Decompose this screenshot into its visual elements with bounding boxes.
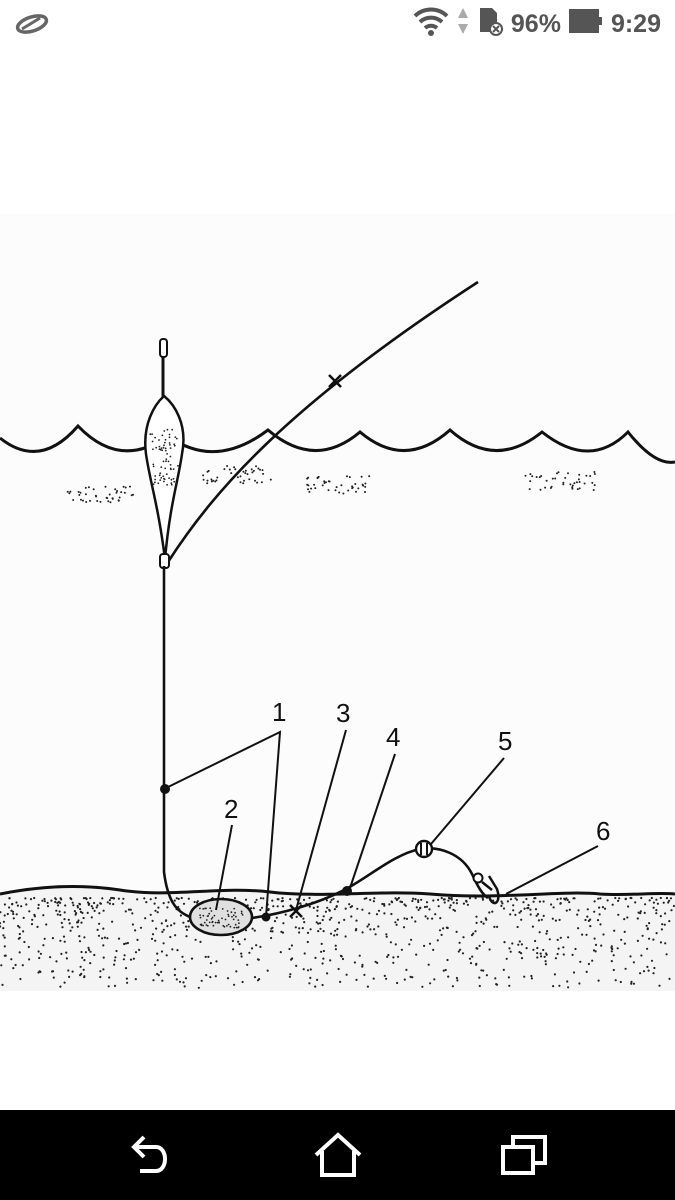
battery-icon [568, 8, 603, 41]
surface-stipple [66, 465, 596, 504]
back-icon[interactable] [120, 1128, 180, 1182]
callout-line-5 [430, 757, 505, 845]
callout-label-2: 2 [224, 794, 238, 824]
callout-label-3: 3 [336, 698, 350, 728]
cloud-sync-icon [14, 10, 50, 41]
fishing-rig-diagram: 1 2 3 4 5 6 [0, 214, 675, 991]
image-viewer[interactable]: 1 2 3 4 5 6 [0, 48, 675, 1110]
callout-line-4 [349, 753, 396, 889]
battery-percent: 96% [510, 9, 561, 38]
callout-line-3 [295, 729, 347, 911]
data-arrows-icon [457, 6, 469, 43]
float [144, 338, 185, 569]
main-line-to-rod [166, 280, 479, 563]
water-surface [0, 423, 675, 464]
callout-label-1: 1 [272, 697, 286, 727]
wifi-icon [413, 6, 449, 43]
hook [472, 872, 500, 905]
callout-label-5: 5 [498, 726, 512, 756]
callout-line-1 [163, 730, 282, 918]
callout-label-6: 6 [596, 816, 610, 846]
home-icon[interactable] [308, 1128, 368, 1182]
callout-label-4: 4 [386, 722, 400, 752]
weight-bead [342, 886, 352, 896]
callout-line-6 [505, 845, 599, 895]
line-stopper [328, 374, 342, 388]
sinker [188, 897, 254, 937]
callout-line-2 [215, 824, 233, 911]
float-line [162, 566, 197, 921]
float-bead [414, 839, 434, 859]
seabed [0, 886, 675, 991]
swivel-mark [289, 904, 303, 918]
navigation-bar [0, 1110, 675, 1200]
recent-apps-icon[interactable] [494, 1128, 554, 1182]
status-bar: 96% 9:29 [0, 0, 675, 48]
clock: 9:29 [610, 9, 661, 38]
sd-card-icon [477, 6, 503, 43]
